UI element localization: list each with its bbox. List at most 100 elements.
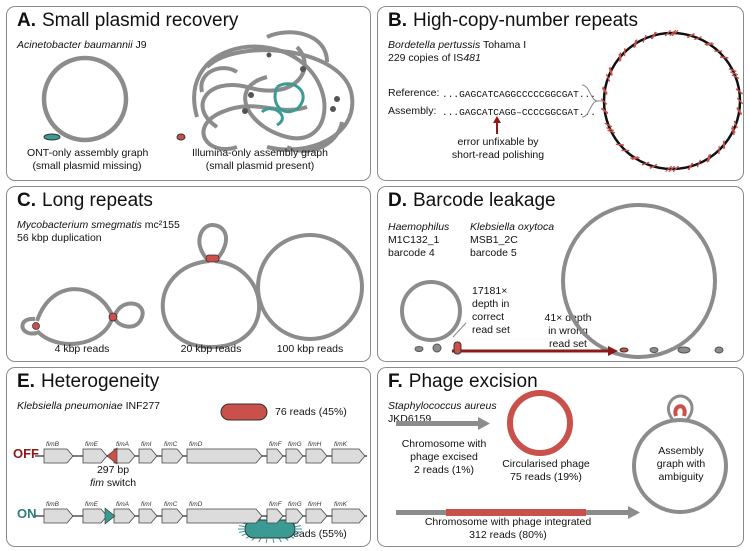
gene-label: fimG <box>288 501 302 508</box>
gene-fimH-off <box>305 448 328 464</box>
is481-copy-mark <box>634 39 638 48</box>
ont-chromosome-circle <box>41 55 129 143</box>
gene-fimD-on <box>186 508 263 524</box>
is481-copy-mark <box>720 56 729 59</box>
illumina-knots <box>242 52 340 114</box>
gene-fimF-on <box>266 508 284 524</box>
gene-fimK-on <box>331 508 366 524</box>
is481-copy-mark <box>736 107 743 116</box>
illumina-plasmid-path <box>260 82 305 127</box>
ambiguous-graph-circle <box>632 418 728 514</box>
gene-label: fimH <box>308 501 322 508</box>
panel-c: C.Long repeats Mycobacterium smegmatis m… <box>6 186 371 362</box>
gene-label: fimH <box>308 441 322 448</box>
gene-label: fimC <box>164 441 178 448</box>
gene-label: fimA <box>116 501 129 508</box>
illumina-small-plasmid <box>176 133 186 141</box>
is481-copy-mark <box>651 31 657 40</box>
is481-copy-mark <box>728 68 737 73</box>
is481-copy-mark <box>664 29 672 37</box>
is481-copy-mark <box>722 141 725 150</box>
panel-f-graphics <box>396 390 728 519</box>
is481-copy-mark <box>606 127 615 132</box>
gene-fimC-on <box>161 508 184 524</box>
panel-b-title: B.High-copy-number repeats <box>388 10 638 31</box>
gene-fimB-on <box>43 508 74 524</box>
gene-label: fimD <box>189 501 203 508</box>
gene-label: fimG <box>288 441 302 448</box>
is481-copy-mark <box>602 86 608 94</box>
gene-fimH-on <box>305 508 328 524</box>
panel-a-title: A.Small plasmid recovery <box>17 10 239 31</box>
panel-a-organism: Acinetobacter baumannii J9 <box>17 39 147 51</box>
gene-fimI-on <box>138 508 158 524</box>
gene-fimE-on <box>82 508 108 524</box>
gene-fimG-on <box>285 508 304 524</box>
is481-copy-mark <box>615 143 624 146</box>
is481-copy-mark <box>631 157 640 160</box>
gene-label: fimF <box>269 501 283 508</box>
gene-fimD-off <box>186 448 263 464</box>
error-arrow-icon <box>493 116 501 123</box>
panel-b: B.High-copy-number repeats Bordetella pe… <box>377 6 744 181</box>
is481-copy-mark <box>706 154 710 163</box>
is481-copy-mark <box>696 159 702 168</box>
is481-copy-mark <box>604 122 613 128</box>
is481-copy-mark <box>688 162 694 171</box>
panel-a: A.Small plasmid recovery Acinetobacter b… <box>6 6 371 181</box>
gene-label: fimE <box>85 501 99 508</box>
gene-fimA-on <box>113 508 136 524</box>
is481-copy-mark <box>736 97 743 105</box>
is481-copy-mark <box>705 43 714 46</box>
is481-copy-mark <box>641 161 650 166</box>
illumina-caption: Illumina-only assembly graph(small plasm… <box>192 147 328 172</box>
gene-label: fimD <box>189 441 203 448</box>
panel-c-title: C.Long repeats <box>17 190 153 211</box>
ont-caption: ONT-only assembly graph(small plasmid mi… <box>27 147 149 172</box>
is481-copy-mark <box>609 66 613 75</box>
is481-copy-mark <box>694 36 702 41</box>
is481-copy-mark <box>649 163 658 169</box>
panel-d-graphs <box>400 203 724 359</box>
off-cell-icon <box>220 403 268 421</box>
read-label-20kbp: 20 kbp reads <box>180 343 242 355</box>
fim-switch-on <box>104 507 116 525</box>
is481-copy-mark <box>630 156 639 159</box>
reference-label: Reference: <box>388 87 440 99</box>
is481-copy-mark <box>607 129 616 134</box>
is481-copy-mark <box>665 165 673 173</box>
is481-copy-mark <box>731 127 735 136</box>
leak-arrow-icon <box>608 346 618 356</box>
graph-100kbp <box>256 233 364 341</box>
panel-f-title: F.Phage excision <box>388 371 538 392</box>
panel-e-title: E.Heterogeneity <box>17 371 160 392</box>
is481-copy-mark <box>618 53 621 62</box>
is481-copy-mark <box>671 29 679 37</box>
is481-copy-mark <box>735 88 743 95</box>
is481-copy-mark <box>601 87 608 96</box>
gene-fimE-off <box>82 448 108 464</box>
is481-copy-mark <box>736 106 743 115</box>
read-label-100kbp: 100 kbp reads <box>276 343 344 355</box>
panel-b-graphics <box>493 29 743 173</box>
is481-copy-mark <box>600 98 608 105</box>
ont-small-contig <box>43 133 61 141</box>
gene-label: fimI <box>141 441 152 448</box>
gene-fimG-off <box>285 448 304 464</box>
chromosome-integrated-arrow <box>396 506 640 519</box>
gene-label: fimB <box>46 501 60 508</box>
is481-copy-mark <box>707 153 711 162</box>
panel-c-graphs <box>20 222 364 350</box>
gene-label: fimC <box>164 501 178 508</box>
is481-copy-mark <box>687 33 695 39</box>
phage-loop <box>667 394 694 423</box>
haemophilus-contigs <box>414 341 462 355</box>
is481-copy-mark <box>633 40 637 49</box>
